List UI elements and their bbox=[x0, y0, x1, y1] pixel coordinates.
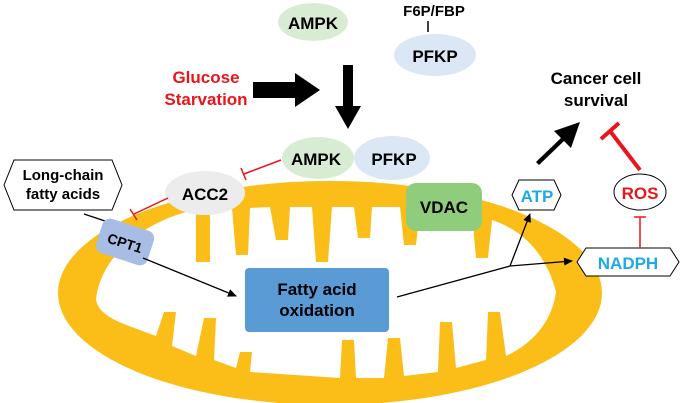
starvation-label: Starvation bbox=[164, 90, 247, 109]
ampk-label-top: AMPK bbox=[288, 14, 339, 33]
glucose-label: Glucose bbox=[172, 68, 239, 87]
pfkp-node bbox=[354, 136, 430, 180]
atp-node bbox=[511, 179, 562, 211]
acc2-label: ACC2 bbox=[182, 185, 228, 204]
pfkp-label-top: PFKP bbox=[412, 47, 457, 66]
long-chain-fatty-acids-node bbox=[3, 159, 123, 211]
fao-label-line1: Fatty acid bbox=[277, 280, 356, 299]
pfkp-label: PFKP bbox=[371, 150, 416, 169]
ampk-activation-arrow-down bbox=[335, 65, 361, 129]
ampk-inhibits-acc2-line bbox=[243, 159, 282, 175]
acc2-node bbox=[165, 171, 245, 215]
nadph-node bbox=[576, 247, 680, 277]
acc2-inhibits-cpt1-line bbox=[133, 197, 169, 215]
ampk-label: AMPK bbox=[291, 150, 342, 169]
ros-inhibits-survival-line bbox=[608, 129, 642, 172]
starvation-arrow-right bbox=[253, 73, 320, 107]
atp-label: ATP bbox=[521, 187, 554, 206]
ampk-node-top bbox=[278, 3, 348, 41]
long-chain-label: Long-chain bbox=[23, 167, 104, 184]
survival-label: survival bbox=[564, 91, 628, 110]
vdac-label: VDAC bbox=[420, 198, 468, 217]
fao-to-nadph-arrow bbox=[509, 257, 573, 267]
atp-promotes-survival-arrow bbox=[536, 122, 580, 165]
ros-inhibits-survival-bar bbox=[599, 121, 621, 141]
cpt1-transporter bbox=[95, 218, 155, 266]
fao-label-line2: oxidation bbox=[279, 301, 355, 320]
fatty-acids-label: fatty acids bbox=[26, 186, 100, 203]
f6p-fbp-label: F6P/FBP bbox=[403, 3, 465, 20]
ampk-node bbox=[282, 137, 354, 179]
cancer-cell-label: Cancer cell bbox=[551, 69, 642, 88]
fatty-acid-oxidation-box bbox=[245, 268, 389, 332]
vdac-channel bbox=[406, 183, 482, 231]
ros-node bbox=[613, 173, 667, 211]
nadph-label: NADPH bbox=[598, 254, 658, 273]
ampk-inhibits-acc2-bar bbox=[240, 167, 247, 181]
pfkp-node-top bbox=[394, 34, 476, 76]
fao-output-line bbox=[396, 265, 511, 298]
acc2-inhibits-cpt1-bar bbox=[129, 208, 138, 221]
ros-label: ROS bbox=[622, 184, 659, 203]
fao-to-atp-arrow bbox=[509, 213, 531, 267]
cpt1-to-fao-arrow bbox=[142, 257, 237, 297]
